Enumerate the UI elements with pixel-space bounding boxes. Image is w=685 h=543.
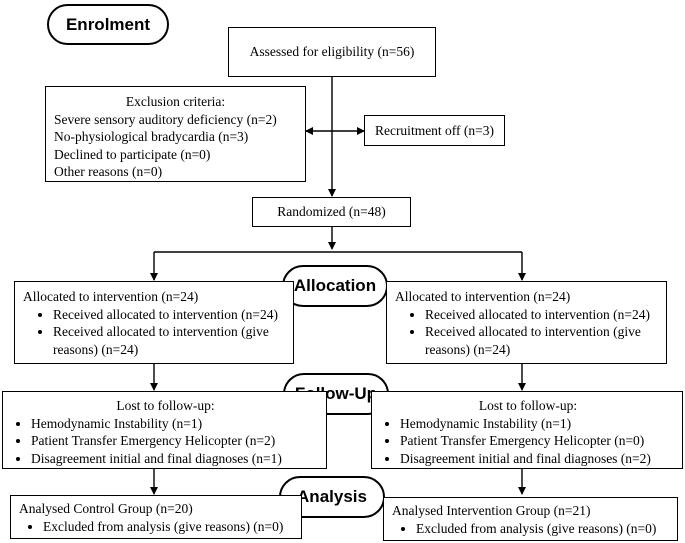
allocation-left-item: Received allocated to intervention (n=24… (53, 306, 287, 324)
allocation-right-box: Allocated to intervention (n=24) Receive… (386, 281, 667, 364)
stage-enrolment-label: Enrolment (65, 14, 151, 34)
allocation-left-item: Received allocated to intervention (give… (53, 323, 287, 358)
exclusion-box: Exclusion criteria: Severe sensory audit… (45, 86, 306, 182)
exclusion-item: Declined to participate (n=0) (54, 146, 211, 162)
followup-left-box: Lost to follow-up: Hemodynamic Instabili… (2, 391, 327, 469)
recruitment-off-label: Recruitment off (n=3) (374, 122, 495, 138)
followup-right-item: Hemodynamic Instability (n=1) (400, 415, 678, 433)
analysis-right-title: Analysed Intervention Group (n=21) (392, 503, 591, 518)
followup-left-item: Patient Transfer Emergency Helicopter (n… (31, 432, 322, 450)
exclusion-title: Exclusion criteria: (125, 94, 226, 109)
randomized-box: Randomized (n=48) (252, 197, 411, 227)
exclusion-item: No-physiological bradycardia (n=3) (54, 129, 249, 144)
stage-allocation-label: Allocation (293, 276, 377, 295)
followup-left-item: Hemodynamic Instability (n=1) (31, 415, 322, 433)
allocation-right-item: Received allocated to intervention (give… (425, 323, 660, 358)
followup-left-title: Lost to follow-up: (116, 398, 215, 413)
allocation-right-item: Received allocated to intervention (n=24… (425, 306, 660, 324)
followup-right-title: Lost to follow-up: (478, 398, 578, 413)
allocation-left-box: Allocated to intervention (n=24) Receive… (14, 281, 294, 364)
allocation-right-title: Allocated to intervention (n=24) (395, 289, 571, 304)
followup-right-item: Patient Transfer Emergency Helicopter (n… (400, 432, 678, 450)
analysis-left-title: Analysed Control Group (n=20) (19, 501, 193, 516)
analysis-left-item: Excluded from analysis (give reasons) (n… (43, 518, 297, 536)
followup-right-item: Disagreement initial and final diagnoses… (400, 450, 678, 468)
stage-analysis-label: Analysis (297, 487, 367, 506)
exclusion-item: Severe sensory auditory deficiency (n=2) (54, 111, 277, 127)
allocation-left-title: Allocated to intervention (n=24) (23, 289, 199, 304)
stage-enrolment: Enrolment (47, 4, 169, 45)
stage-allocation: Allocation (282, 265, 388, 307)
analysis-right-box: Analysed Intervention Group (n=21) Exclu… (383, 497, 678, 541)
followup-left-item: Disagreement initial and final diagnoses… (31, 450, 322, 468)
randomized-label: Randomized (n=48) (277, 204, 386, 220)
assessed-box: Assessed for eligibility (n=56) (228, 27, 436, 77)
analysis-left-box: Analysed Control Group (n=20) Excluded f… (10, 495, 302, 539)
analysis-right-item: Excluded from analysis (give reasons) (n… (416, 520, 673, 538)
recruitment-off-box: Recruitment off (n=3) (364, 115, 505, 146)
assessed-label: Assessed for eligibility (n=56) (249, 44, 415, 60)
followup-right-box: Lost to follow-up: Hemodynamic Instabili… (371, 391, 683, 469)
exclusion-item: Other reasons (n=0) (54, 164, 163, 179)
